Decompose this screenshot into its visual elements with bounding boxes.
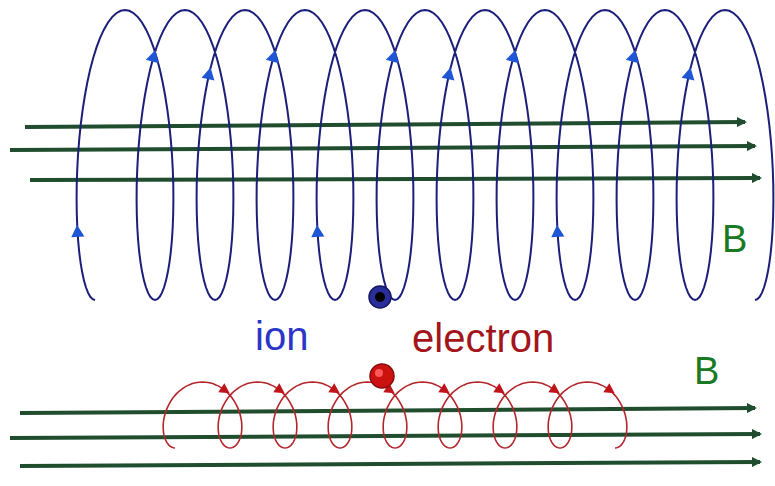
field-lines — [10, 122, 760, 180]
arrowhead — [548, 383, 559, 393]
electron-particle — [370, 364, 394, 388]
arrowhead — [146, 50, 159, 63]
electron-helix — [163, 382, 627, 448]
arrowhead — [603, 383, 614, 393]
arrowhead — [442, 67, 455, 80]
ion-helix — [77, 10, 774, 300]
arrowhead — [386, 50, 399, 63]
arrowhead — [273, 383, 284, 393]
arrowhead — [71, 225, 84, 237]
particle-label: ion — [255, 316, 308, 356]
arrowhead — [506, 50, 519, 63]
arrowhead — [493, 383, 504, 393]
arrowhead — [311, 225, 324, 237]
particle-label: electron — [412, 318, 554, 358]
field-label: B — [694, 352, 719, 390]
arrowhead — [328, 383, 339, 393]
arrowhead — [551, 225, 564, 237]
field-label: B — [722, 220, 747, 258]
arrowhead — [438, 383, 449, 393]
arrowhead — [202, 67, 215, 80]
arrowhead — [626, 50, 639, 63]
ion-particle — [369, 286, 391, 308]
arrowhead — [266, 50, 279, 63]
ion-arrowheads — [71, 50, 694, 237]
electron-arrowheads — [218, 383, 614, 393]
arrowhead — [682, 67, 695, 80]
arrowhead — [218, 383, 229, 393]
